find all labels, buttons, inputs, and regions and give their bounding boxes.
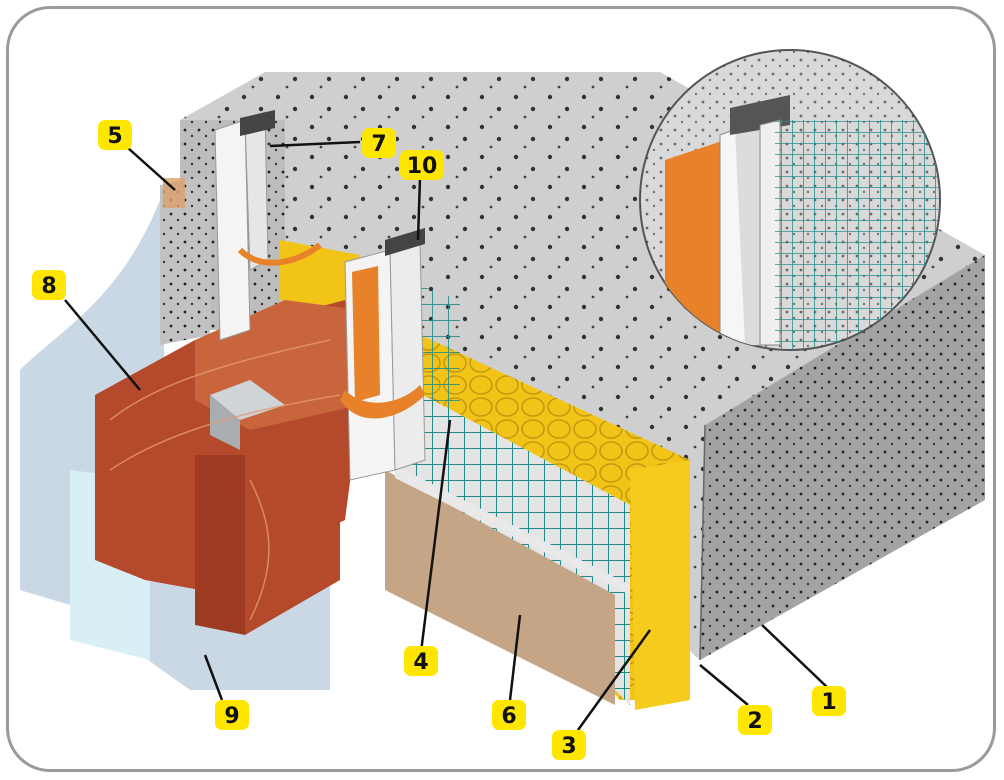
magnified-detail xyxy=(639,49,941,351)
callout-7-label: 7 xyxy=(371,132,386,157)
callout-1: 1 xyxy=(812,686,846,716)
callout-6-label: 6 xyxy=(501,704,516,729)
callout-2-label: 2 xyxy=(747,709,762,734)
callout-10-label: 10 xyxy=(407,154,438,179)
callout-4-label: 4 xyxy=(413,650,428,675)
callout-4: 4 xyxy=(404,646,438,676)
callout-2: 2 xyxy=(738,705,772,735)
callout-3: 3 xyxy=(552,730,586,760)
corner-profiles xyxy=(214,110,426,481)
callout-3-label: 3 xyxy=(561,734,576,759)
callout-8: 8 xyxy=(32,270,66,300)
callout-5: 5 xyxy=(98,120,132,150)
callout-1-label: 1 xyxy=(821,690,836,715)
callout-5-label: 5 xyxy=(107,124,122,149)
callout-7: 7 xyxy=(362,128,396,158)
callout-9-label: 9 xyxy=(224,704,239,729)
callout-6: 6 xyxy=(492,700,526,730)
callout-8-label: 8 xyxy=(41,274,56,299)
callout-10: 10 xyxy=(400,150,444,180)
leader-lines xyxy=(64,140,829,731)
callout-9: 9 xyxy=(215,700,249,730)
